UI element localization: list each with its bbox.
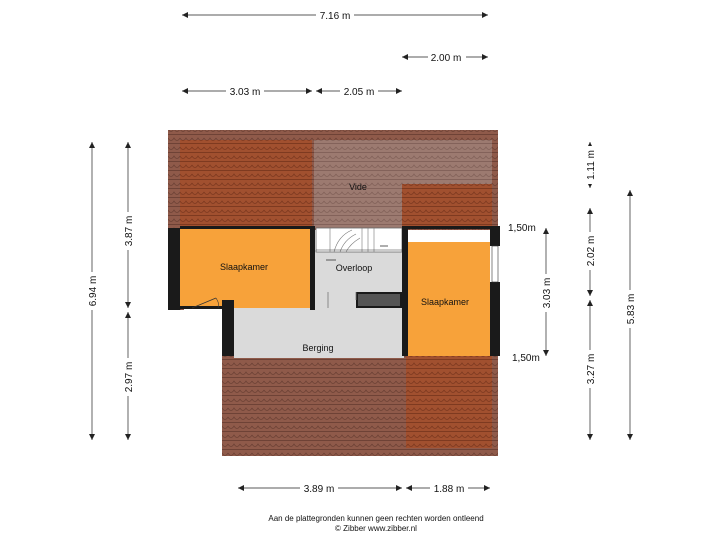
window-right — [491, 245, 499, 283]
room-label-storage: Berging — [302, 343, 333, 353]
dim-right-mid: 2.02 m — [586, 236, 597, 267]
dim-bottom-right: 1.88 m — [434, 484, 465, 495]
roof-bottom-right — [406, 356, 492, 448]
dim-top-left: 3.03 m — [230, 87, 261, 98]
door-swing — [191, 297, 217, 309]
room-label-vide: Vide — [349, 182, 367, 192]
dim-left-upper: 3.87 m — [124, 216, 135, 247]
dim-left-outer: 6.94 m — [88, 276, 99, 307]
roof-top-left — [180, 140, 312, 228]
room-label-bedroom-left: Slaapkamer — [220, 262, 268, 272]
storage-cabinet — [358, 294, 400, 306]
dim-right-total: 5.83 m — [626, 294, 637, 325]
dim-top-mid: 2.05 m — [344, 87, 375, 98]
footer-copyright: © Zibber www.zibber.nl — [335, 524, 417, 533]
footer-disclaimer: Aan de plattegronden kunnen geen rechten… — [268, 514, 483, 523]
room-label-landing: Overloop — [336, 263, 373, 273]
bedroom-left-area — [180, 228, 310, 308]
dim-right-top: 1.11 m — [586, 150, 597, 180]
door-arc — [215, 297, 219, 309]
roof-right-upper — [402, 184, 492, 228]
dim-window-top: 1,50m — [508, 223, 536, 234]
dim-inner-height: 3.03 m — [542, 278, 553, 309]
dim-bottom-left: 3.89 m — [304, 484, 335, 495]
bedroom-right-area — [404, 242, 490, 356]
room-label-bedroom-right: Slaapkamer — [421, 297, 469, 307]
dim-left-lower: 2.97 m — [124, 362, 135, 393]
staircase — [315, 227, 403, 253]
dim-right-lower: 3.27 m — [586, 354, 597, 385]
storage-area — [234, 308, 404, 358]
dim-top-right: 2.00 m — [431, 53, 462, 64]
dim-window-bottom: 1,50m — [512, 353, 540, 364]
dim-top-total: 7.16 m — [320, 11, 351, 22]
